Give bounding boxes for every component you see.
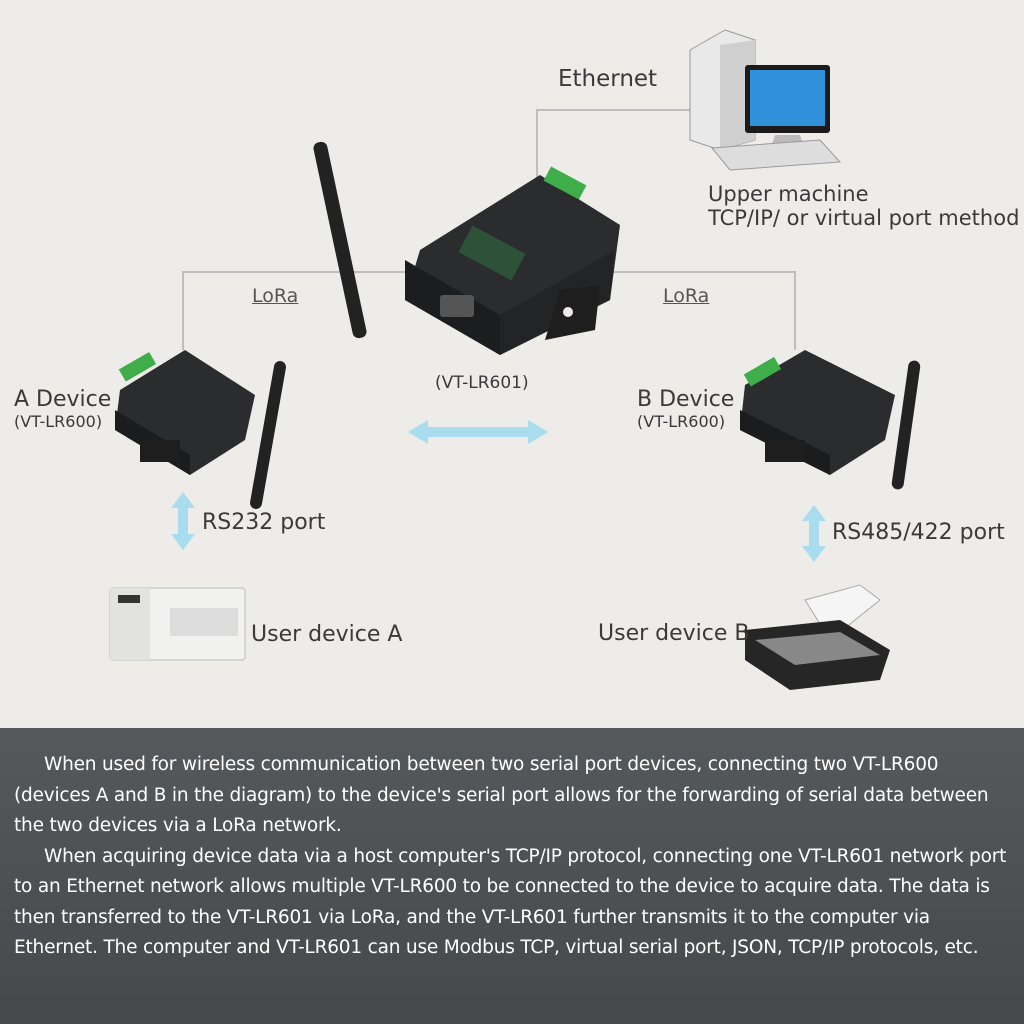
plc-device-icon xyxy=(109,587,246,661)
ethernet-label: Ethernet xyxy=(558,66,658,92)
printer-icon xyxy=(745,584,890,690)
rs485-port-label: RS485/422 port xyxy=(832,520,1005,545)
connection-lines xyxy=(182,109,796,350)
upper-machine-title: Upper machine xyxy=(708,182,869,206)
rs232-port-label: RS232 port xyxy=(202,510,326,535)
upper-machine-label: Upper machine TCP/IP/ or virtual port me… xyxy=(708,182,1019,230)
double-arrow-rs232 xyxy=(171,492,195,550)
computer-icon xyxy=(689,29,842,171)
description-paragraph-2: When acquiring device data via a host co… xyxy=(14,845,1007,959)
description-paragraph-1: When used for wireless communication bet… xyxy=(14,754,989,836)
device-b-name: B Device xyxy=(637,387,735,412)
upper-machine-subtitle: TCP/IP/ or virtual port method xyxy=(708,206,1020,230)
user-device-b-label: User device B xyxy=(598,621,750,646)
device-a-model: (VT-LR600) xyxy=(14,412,103,431)
device-a-icon xyxy=(115,350,286,509)
network-diagram xyxy=(109,29,921,690)
double-arrow-horizontal xyxy=(408,420,548,444)
lora-left-label: LoRa xyxy=(252,285,299,307)
device-b-icon xyxy=(740,350,921,490)
gateway-model-label: (VT-LR601) xyxy=(435,373,529,393)
description-panel: When used for wireless communication bet… xyxy=(0,728,1024,1024)
device-a-name: A Device xyxy=(14,387,112,412)
device-a-label: A Device (VT-LR600) xyxy=(14,388,111,432)
lora-right-label: LoRa xyxy=(663,285,710,307)
device-b-model: (VT-LR600) xyxy=(637,412,726,431)
gateway-device-icon xyxy=(313,141,620,355)
double-arrow-rs485 xyxy=(802,505,826,562)
device-b-label: B Device (VT-LR600) xyxy=(637,388,734,432)
user-device-a-label: User device A xyxy=(251,622,403,647)
